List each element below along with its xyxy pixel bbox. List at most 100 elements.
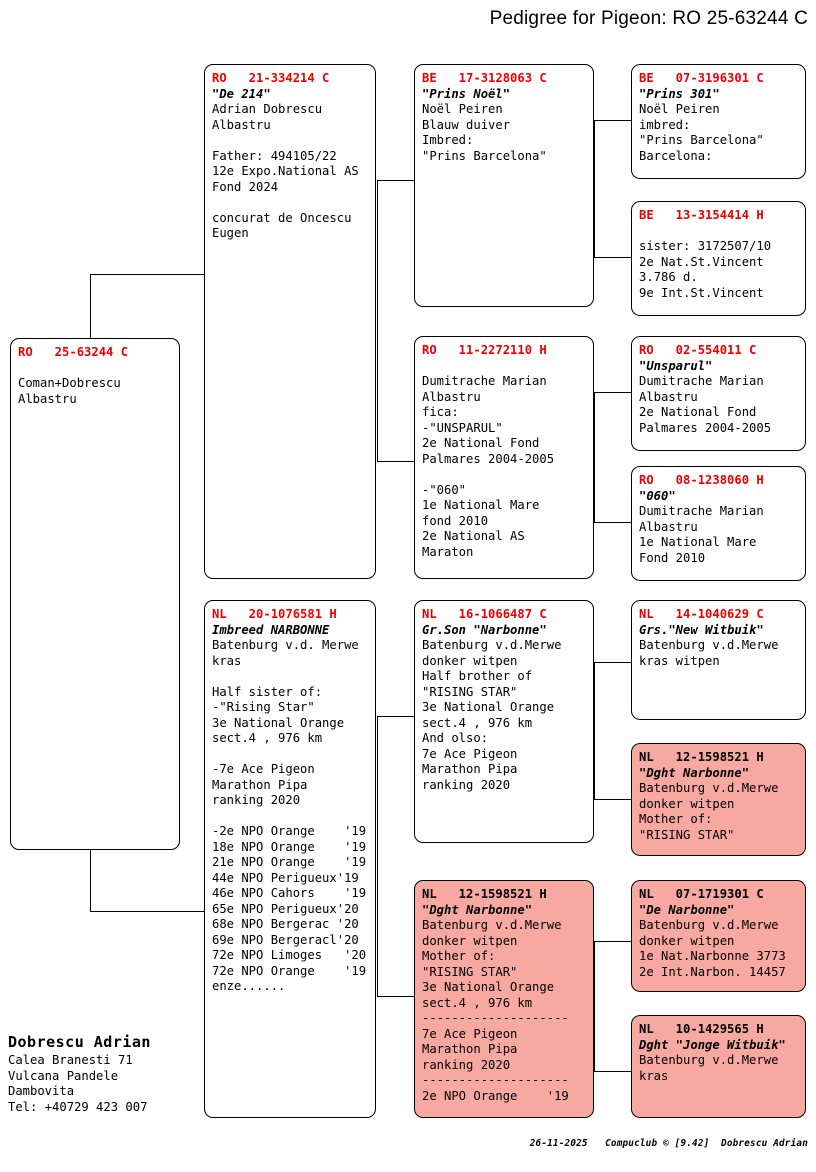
connector-fm-fmm-horizontal [594, 522, 631, 524]
page-title: Pedigree for Pigeon: RO 25-63244 C [489, 8, 808, 29]
pigeon-id-mm-father: NL 07-1719301 C [639, 887, 764, 901]
detail-line: 44e NPO Perigueux'19 [212, 870, 359, 885]
detail-line: enze...... [212, 979, 286, 993]
detail-line: fica: [422, 405, 459, 419]
pedigree-box-mf-mother[interactable]: NL 12-1598521 H "Dght Narbonne" Batenbur… [631, 743, 806, 856]
pigeon-nickname-fm-father: "Unsparul" [639, 358, 713, 373]
detail-line: Albastru [212, 117, 271, 132]
connector-ff-fff-horizontal [594, 120, 631, 122]
detail-line: Marathon Pipa [422, 1042, 518, 1056]
detail-line: 3.786 d. [639, 270, 698, 284]
detail-line: "Prins Barcelona" [422, 148, 547, 163]
detail-line: donker witpen [639, 796, 735, 811]
detail-line: Blauw duiver [422, 117, 511, 132]
connector-mm-mmf-horizontal [594, 941, 631, 943]
detail-line: Batenburg v.d.Merwe [422, 918, 562, 932]
connector-father-vertical [377, 180, 379, 461]
detail-line: donker witpen [422, 653, 518, 668]
detail-line: kras [639, 1068, 669, 1083]
pigeon-nickname-mf-father: Grs."New Witbuik" [639, 622, 764, 637]
detail-line: Marathon Pipa [422, 762, 518, 776]
detail-line: Mother of: [639, 812, 713, 826]
detail-line: 2e National Fond [422, 436, 540, 450]
detail-line [212, 133, 368, 149]
pigeon-nickname-father: "De 214" [212, 86, 271, 101]
detail-line: fond 2010 [422, 513, 489, 528]
pedigree-box-mm-mother[interactable]: NL 10-1429565 H Dght "Jonge Witbuik" Bat… [631, 1015, 806, 1118]
detail-line: Vulcana Pandele [8, 1068, 119, 1083]
pigeon-id-mf-mother: NL 12-1598521 H [639, 750, 764, 764]
pigeon-id-fm-mother: RO 08-1238060 H [639, 473, 764, 487]
detail-line: Albastru [18, 391, 77, 406]
detail-line: 72e NPO Orange '19 [212, 963, 367, 978]
detail-line: "RISING STAR" [639, 827, 735, 842]
detail-line: Adrian Dobrescu [212, 102, 323, 116]
detail-line: 12e Expo.National AS [212, 164, 359, 178]
detail-line: sect.4 , 976 km [422, 715, 533, 730]
detail-line: Half brother of [422, 669, 533, 683]
detail-line: Palmares 2004-2005 [639, 420, 772, 435]
detail-line: donker witpen [422, 933, 518, 948]
detail-line: kras [212, 653, 242, 668]
detail-line: Palmares 2004-2005 [422, 451, 555, 466]
detail-line: Dambovita [8, 1084, 75, 1098]
connector-subject-father-horizontal [90, 274, 205, 276]
detail-line: 9e Int.St.Vincent [639, 285, 764, 300]
detail-line: Imbred: [422, 133, 474, 147]
connector-mother-mm-horizontal [377, 996, 414, 998]
connector-mother-mf-horizontal [377, 716, 414, 718]
connector-mf-vertical [594, 662, 596, 800]
pedigree-box-father-father[interactable]: BE 17-3128063 C "Prins Noël" Noël Peiren… [414, 64, 594, 307]
pedigree-box-mother-mother[interactable]: NL 12-1598521 H "Dght Narbonne" Batenbur… [414, 880, 594, 1118]
detail-line: kras witpen [639, 653, 720, 668]
detail-line: 3e National Orange [422, 980, 555, 994]
pedigree-box-mother[interactable]: NL 20-1076581 H Imbreed NARBONNE Batenbu… [204, 600, 376, 1118]
pigeon-id-fm-father: RO 02-554011 C [639, 343, 757, 357]
detail-line: 2e National Fond [639, 405, 757, 419]
detail-line: -"UNSPARUL" [422, 420, 503, 435]
pedigree-box-mm-father[interactable]: NL 07-1719301 C "De Narbonne" Batenburg … [631, 880, 806, 992]
detail-line: concurat de Oncescu [212, 210, 352, 225]
detail-line: -"060" [422, 482, 467, 497]
connector-fm-fmf-horizontal [594, 392, 631, 394]
detail-line: 7e Ace Pigeon [422, 746, 518, 761]
detail-line: Batenburg v.d.Merwe [639, 918, 779, 932]
pedigree-box-mother-father[interactable]: NL 16-1066487 C Gr.Son "Narbonne" Batenb… [414, 600, 594, 843]
detail-line: Batenburg v.d.Merwe [639, 781, 779, 795]
pigeon-id-father: RO 21-334214 C [212, 71, 330, 85]
connector-father-fm-horizontal [377, 461, 414, 463]
detail-line [212, 747, 368, 763]
detail-line [18, 361, 172, 377]
connector-mm-vertical [594, 941, 596, 1072]
detail-line: 2e National AS [422, 529, 525, 543]
pedigree-box-mf-father[interactable]: NL 14-1040629 C Grs."New Witbuik" Batenb… [631, 600, 806, 720]
detail-line: Dumitrache Marian [639, 374, 764, 388]
detail-line: 46e NPO Cahors '19 [212, 886, 367, 900]
detail-line: 2e NPO Orange '19 [422, 1088, 569, 1103]
detail-line [422, 467, 586, 483]
detail-line: Noël Peiren [422, 102, 503, 116]
connector-fm-vertical [594, 392, 596, 523]
pedigree-box-fm-father[interactable]: RO 02-554011 C "Unsparul" Dumitrache Mar… [631, 336, 806, 451]
detail-line: Calea Branesti 71 [8, 1053, 133, 1067]
detail-line: Albastru [422, 389, 481, 404]
detail-line: 3e National Orange [422, 700, 555, 714]
connector-father-ff-horizontal [377, 180, 414, 182]
detail-line: 18e NPO Orange '19 [212, 839, 367, 854]
detail-line: Batenburg v.d.Merwe [422, 638, 562, 652]
detail-line: donker witpen [639, 933, 735, 948]
